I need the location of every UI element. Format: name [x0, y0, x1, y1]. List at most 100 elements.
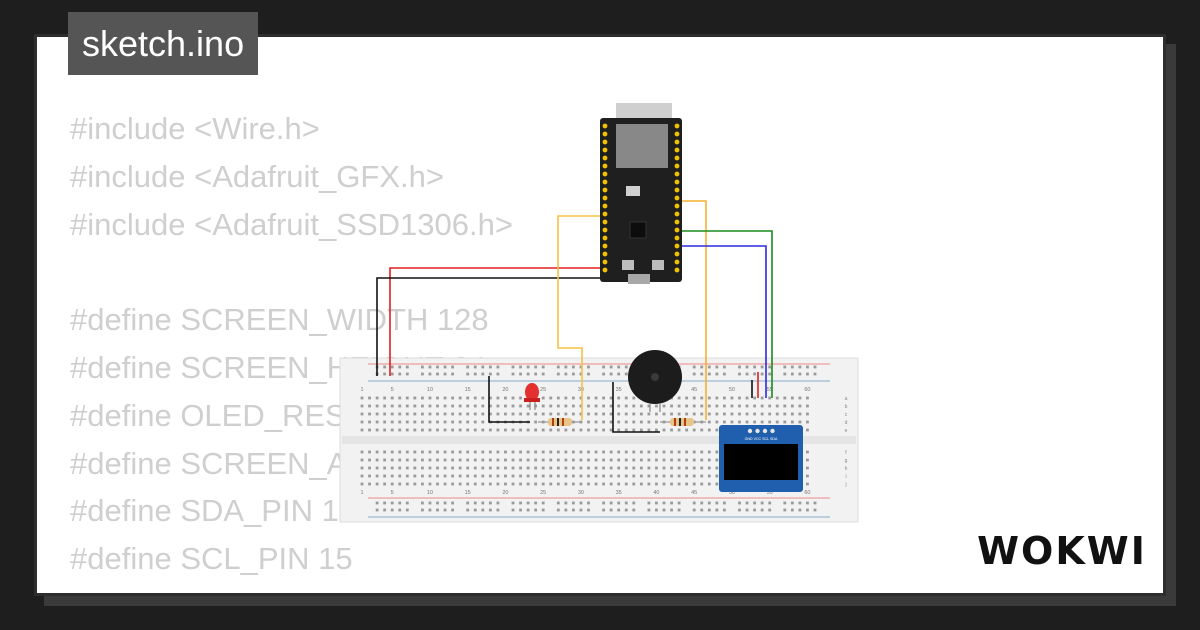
rail-hole [813, 365, 817, 369]
breadboard-hole [383, 474, 387, 478]
breadboard-hole [632, 412, 636, 416]
breadboard-hole [368, 474, 371, 478]
breadboard-hole [549, 474, 553, 478]
breadboard-hole [670, 404, 673, 408]
breadboard-hole [632, 474, 636, 478]
resistor-buzzer[interactable] [660, 418, 706, 426]
wire-black-led-ground[interactable] [488, 376, 530, 423]
breadboard-hole [504, 474, 507, 478]
breadboard-hole [496, 404, 500, 408]
breadboard-hole [534, 474, 538, 478]
breadboard-hole [496, 396, 500, 400]
breadboard-hole [398, 396, 402, 400]
breadboard-hole [398, 420, 402, 424]
breadboard-hole [390, 428, 394, 432]
rail-hole [466, 372, 470, 376]
breadboard-hole [587, 404, 590, 408]
breadboard-hole [768, 420, 772, 424]
breadboard-hole [428, 466, 432, 470]
breadboard-hole [647, 474, 651, 478]
breadboard-hole [526, 458, 530, 462]
esp32-reset-button[interactable] [652, 260, 664, 270]
oled-pin [747, 428, 753, 434]
rail-hole [390, 365, 394, 369]
wire-black-ground[interactable] [376, 277, 612, 376]
breadboard-hole [670, 466, 673, 470]
breadboard-hole [715, 396, 719, 400]
rail-hole [783, 365, 787, 369]
rail-hole [572, 372, 575, 376]
esp32-pin [674, 179, 680, 185]
breadboard-hole [398, 412, 402, 416]
buzzer[interactable] [628, 350, 682, 412]
rail-hole [541, 508, 545, 512]
rail-hole [790, 508, 794, 512]
rail-hole [534, 372, 538, 376]
breadboard-hole [473, 482, 477, 486]
rail-hole [534, 365, 538, 369]
breadboard-hole [738, 396, 741, 400]
breadboard-hole [390, 450, 394, 454]
esp32-pin [674, 267, 680, 273]
wire-red-power[interactable] [389, 267, 612, 376]
rail-hole [715, 501, 719, 505]
breadboard-hole [806, 458, 809, 462]
breadboard-hole [496, 428, 500, 432]
breadboard-hole [677, 474, 681, 478]
breadboard-hole [466, 474, 470, 478]
breadboard-hole [639, 428, 643, 432]
file-tab[interactable]: sketch.ino [68, 12, 259, 75]
breadboard-hole [534, 450, 538, 454]
breadboard-hole [390, 466, 394, 470]
breadboard-hole [511, 474, 515, 478]
column-number: 55 [767, 490, 773, 496]
esp32-board[interactable] [600, 103, 682, 284]
breadboard-hole [375, 404, 379, 408]
rail-hole [617, 372, 621, 376]
wokwi-logo[interactable]: WOKWI [976, 530, 1148, 574]
column-number: 15 [465, 490, 471, 496]
rail-hole [451, 365, 454, 369]
breadboard-hole [730, 396, 734, 400]
breadboard-hole [481, 450, 485, 454]
breadboard-hole [436, 428, 439, 432]
breadboard-hole [639, 412, 643, 416]
breadboard-hole [526, 474, 530, 478]
breadboard-hole [443, 474, 447, 478]
resistor-led[interactable] [538, 418, 582, 426]
esp32-regulator [626, 186, 640, 196]
rail-hole [707, 372, 711, 376]
breadboard-channel [342, 436, 856, 444]
breadboard-hole [662, 466, 666, 470]
breadboard-hole [602, 474, 605, 478]
breadboard-hole [587, 482, 590, 486]
breadboard-hole [564, 482, 568, 486]
esp32-boot-button[interactable] [622, 260, 634, 270]
esp32-pin [674, 139, 680, 145]
wire-yellow-led[interactable] [557, 215, 612, 420]
breadboard-hole [511, 396, 515, 400]
breadboard-hole [451, 458, 454, 462]
column-number: 25 [540, 387, 546, 393]
breadboard-hole [564, 412, 568, 416]
rail-hole [579, 508, 583, 512]
row-letter: h [845, 466, 848, 472]
esp32-pin [674, 219, 680, 225]
breadboard-hole [390, 412, 394, 416]
breadboard-hole [488, 458, 492, 462]
breadboard-hole [368, 482, 371, 486]
breadboard-hole [375, 474, 379, 478]
breadboard-hole [496, 474, 500, 478]
rail-hole [609, 372, 613, 376]
oled-display[interactable]: GND VCC SCL SDA [719, 425, 803, 492]
led-red[interactable] [524, 383, 540, 410]
breadboard-hole [692, 474, 696, 478]
wire-black-buzzer-ground[interactable] [612, 382, 660, 433]
rail-hole [798, 365, 802, 369]
breadboard-hole [534, 404, 538, 408]
breadboard-hole [451, 428, 454, 432]
breadboard-hole [579, 466, 583, 470]
breadboard-hole [753, 404, 756, 408]
breadboard-hole [458, 412, 462, 416]
